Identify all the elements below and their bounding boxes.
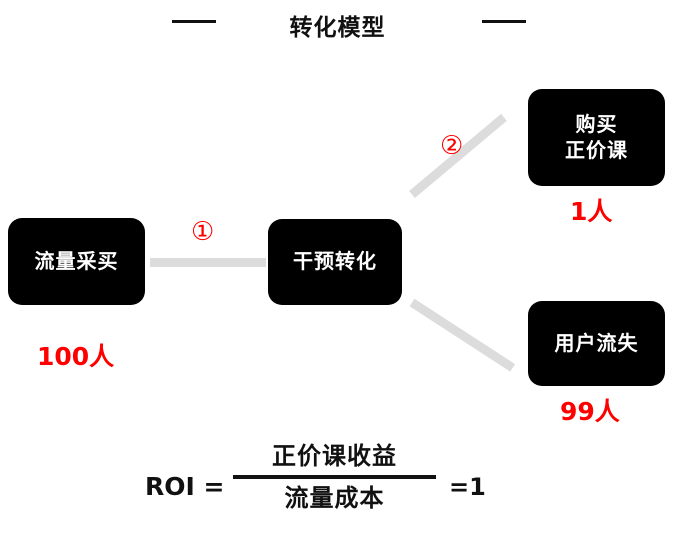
roi-formula: ROI = 正价课收益 流量成本 =1 bbox=[145, 444, 545, 534]
roi-result: =1 bbox=[449, 473, 486, 501]
connector-traffic-to-convert bbox=[150, 258, 266, 267]
page-title: 转化模型 bbox=[289, 15, 386, 41]
title-rule-left-icon bbox=[172, 20, 216, 23]
roi-fraction: 正价课收益 流量成本 bbox=[233, 444, 436, 510]
roi-label: ROI = bbox=[145, 472, 225, 501]
node-user-churn-label: 用户流失 bbox=[554, 330, 639, 355]
node-traffic-purchase: 流量采买 bbox=[8, 218, 145, 305]
node-user-churn: 用户流失 bbox=[528, 301, 665, 386]
step-marker-one: ① bbox=[191, 217, 215, 247]
node-intervention-conversion: 干预转化 bbox=[268, 219, 402, 305]
node-buy-full-price-course-label-line1: 购买 bbox=[575, 111, 618, 136]
count-user-churn: 99人 bbox=[560, 397, 620, 426]
connector-convert-to-churn bbox=[409, 298, 516, 372]
roi-fraction-bar bbox=[233, 475, 436, 479]
count-buy-full-price-course: 1人 bbox=[570, 197, 613, 226]
count-traffic-purchase: 100人 bbox=[37, 342, 115, 371]
node-buy-full-price-course-label-line2: 正价课 bbox=[565, 137, 628, 162]
title-rule-right-icon bbox=[482, 20, 526, 23]
roi-numerator: 正价课收益 bbox=[272, 442, 397, 470]
step-marker-two: ② bbox=[440, 131, 464, 161]
roi-denominator: 流量成本 bbox=[284, 484, 385, 512]
node-intervention-conversion-label: 干预转化 bbox=[293, 249, 377, 274]
node-buy-full-price-course: 购买 正价课 bbox=[528, 89, 665, 186]
node-traffic-purchase-label: 流量采买 bbox=[34, 248, 119, 273]
